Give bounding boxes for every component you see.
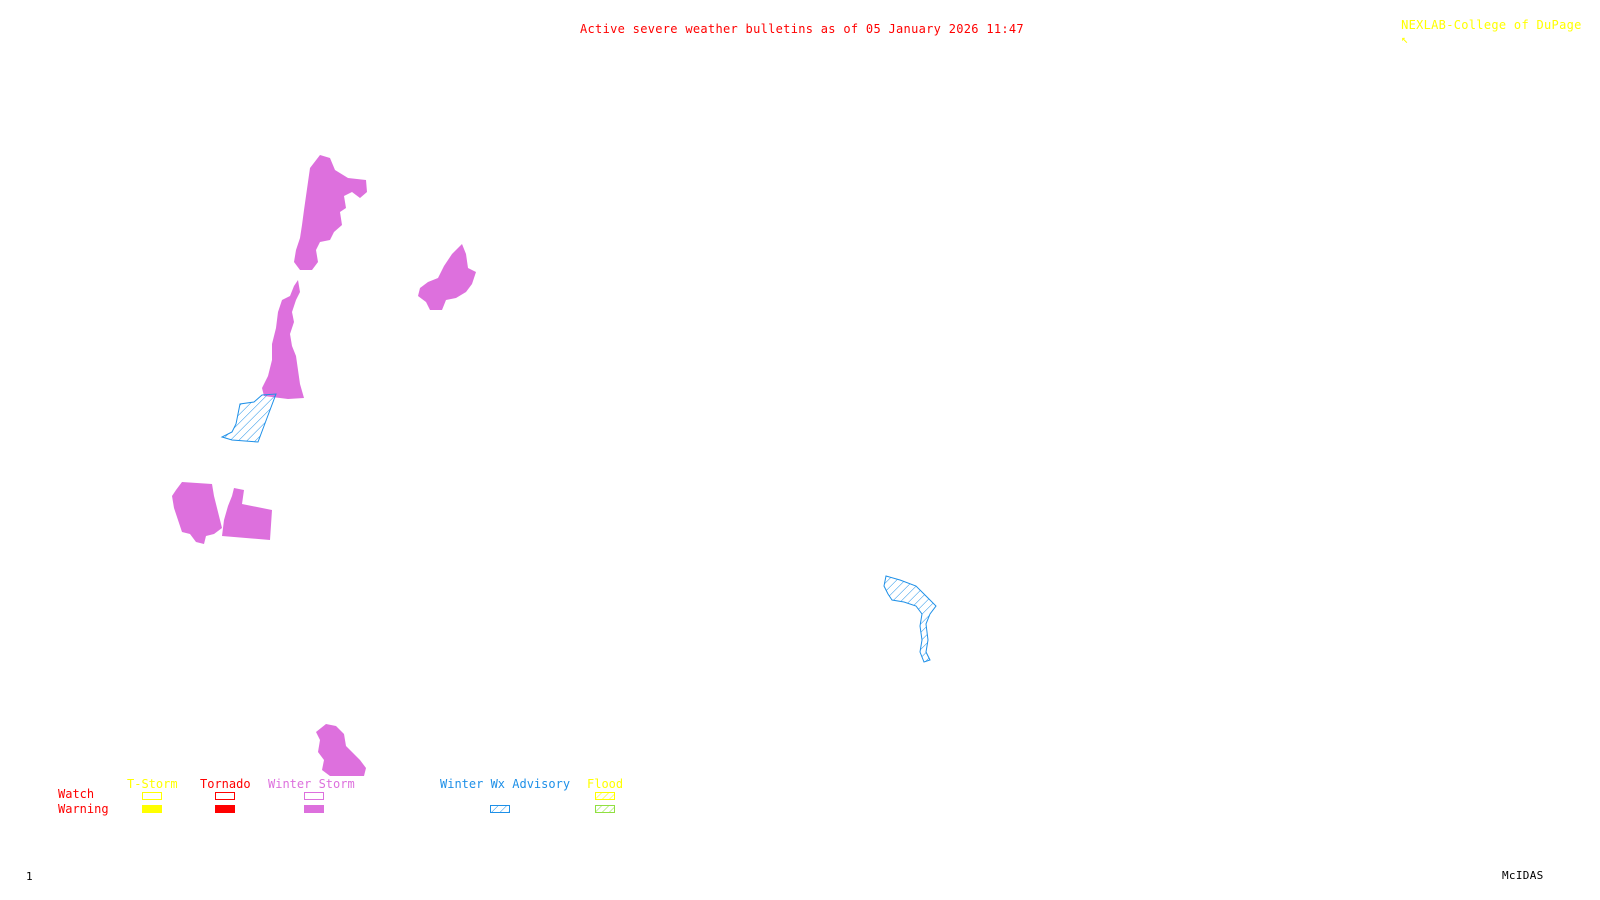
credit-text: NEXLAB-College of DuPage [1401,18,1582,32]
legend-row-watch: Watch [58,787,95,801]
cursor-arrow-icon: ↖ [1401,32,1409,46]
legend-winter-wx-advisory-swatch [490,805,510,813]
credit-label: NEXLAB-College of DuPage ↖ [1386,4,1582,46]
legend-label-winter-wx-advisory: Winter Wx Advisory [440,777,571,791]
winter-storm-warning-area[interactable] [222,488,272,540]
winter-storm-warning-area[interactable] [262,280,304,399]
winter-storm-warning-area[interactable] [316,724,366,776]
winter-wx-advisory-area[interactable] [883,575,937,663]
legend-label-flood: Flood [587,777,624,791]
frame-number: 1 [26,870,33,883]
legend-winter-storm-watch-swatch [304,792,324,800]
winter-storm-warning-area[interactable] [418,244,476,310]
legend-label-tstorm: T-Storm [127,777,178,791]
legend-flood-warning-swatch [595,805,615,813]
legend-label-winter-storm: Winter Storm [268,777,355,791]
legend-tstorm-warning-swatch [142,805,162,813]
legend-tornado-watch-swatch [215,792,235,800]
legend-flood-watch-swatch [595,792,615,800]
winter-wx-advisory-area[interactable] [220,393,277,443]
legend-label-tornado: Tornado [200,777,251,791]
legend-tstorm-watch-swatch [142,792,162,800]
bulletin-title: Active severe weather bulletins as of 05… [580,22,1024,36]
legend-winter-storm-warning-swatch [304,805,324,813]
winter-storm-warning-area[interactable] [172,482,222,544]
legend-tornado-warning-swatch [215,805,235,813]
winter-storm-warning-area[interactable] [294,155,367,270]
legend-row-warning: Warning [58,802,109,816]
software-label: McIDAS [1502,869,1544,882]
